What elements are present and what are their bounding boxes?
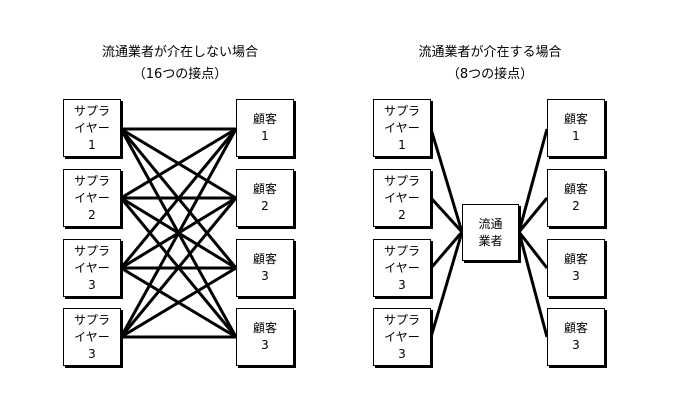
right-supplier-box-4: サプラ イヤー 3 [373,308,431,366]
supplier-label: イヤー [74,260,110,275]
direct-link-s4-c3 [120,266,237,339]
supplier-label: サプラ [383,103,420,118]
right-customer-box-4: 顧客 3 [547,308,605,366]
customer-number: 1 [261,129,269,143]
customer-label: 顧客 [252,112,277,126]
left-customer-box-1: 顧客 1 [236,99,294,157]
direct-link-s4-c2 [119,197,238,338]
supplier-number: 2 [88,207,96,222]
supplier-to-middleman-link-2 [429,196,464,234]
middleman-label: 流通 [478,216,503,231]
supplier-number: 3 [398,277,406,292]
middleman-to-customer-link-3 [517,231,549,269]
supplier-to-middleman-link-3 [429,231,464,269]
customer-label: 顧客 [252,321,277,335]
supplier-label: サプラ [383,243,420,258]
middleman-to-customer-link-4 [517,231,549,338]
supplier-label: サプラ [383,173,420,188]
middleman-box: 流通 業者 [462,204,519,261]
supplier-label: イヤー [74,190,110,205]
customer-label: 顧客 [252,182,277,196]
left-customer-box-4: 顧客 3 [236,308,294,366]
supplier-label: イヤー [74,120,110,135]
right-supplier-box-3: サプラ イヤー 3 [373,239,431,297]
right-customer-box-2: 顧客 2 [547,169,605,227]
left-supplier-box-2: サプラ イヤー 2 [63,169,121,227]
right-customer-box-1: 顧客 1 [547,99,605,157]
supplier-number: 3 [88,277,96,292]
left-customer-box-3: 顧客 3 [236,239,294,297]
supplier-to-middleman-link-4 [429,231,464,338]
left-customer-box-2: 顧客 2 [236,169,294,227]
supplier-label: サプラ [73,103,110,118]
customer-label: 顧客 [252,252,277,266]
left-subtitle: （16つの接点） [132,67,228,82]
customer-label: 顧客 [563,321,588,335]
right-title: 流通業者が介在する場合 [418,45,562,60]
supplier-label: イヤー [384,329,420,344]
customer-number: 2 [261,199,269,213]
supplier-label: サプラ [383,312,420,327]
supplier-number: 3 [88,346,96,361]
customer-label: 顧客 [563,182,588,196]
right-customer-box-3: 顧客 3 [547,239,605,297]
supplier-number: 1 [398,137,406,152]
supplier-label: イヤー [384,260,420,275]
left-supplier-box-3: サプラ イヤー 3 [63,239,121,297]
right-subtitle: （8つの接点） [446,67,534,82]
supplier-label: イヤー [384,190,420,205]
customer-number: 3 [261,338,269,352]
customer-number: 3 [572,338,580,352]
supplier-label: サプラ [73,243,110,258]
customer-number: 3 [261,269,269,283]
supplier-label: イヤー [384,120,420,135]
customer-number: 1 [572,129,580,143]
supplier-number: 1 [88,137,96,152]
left-supplier-box-1: サプラ イヤー 1 [63,99,121,157]
supplier-to-middleman-link-1 [429,128,464,233]
customer-label: 顧客 [563,252,588,266]
customer-number: 2 [572,199,580,213]
direct-link-s3-c1 [119,128,238,269]
left-title: 流通業者が介在しない場合 [101,45,258,60]
right-supplier-box-1: サプラ イヤー 1 [373,99,431,157]
customer-number: 3 [572,269,580,283]
middleman-to-customer-link-1 [517,128,549,233]
customer-label: 顧客 [563,112,588,126]
supplier-label: サプラ [73,312,110,327]
right-supplier-box-2: サプラ イヤー 2 [373,169,431,227]
supplier-label: イヤー [74,329,110,344]
supplier-number: 2 [398,207,406,222]
direct-link-s4-c1 [119,128,238,338]
direct-link-s2-c1 [120,127,237,200]
middleman-to-customer-link-2 [517,197,549,233]
middleman-label: 業者 [478,233,503,248]
supplier-label: サプラ [73,173,110,188]
supplier-number: 3 [398,346,406,361]
left-supplier-box-4: サプラ イヤー 3 [63,308,121,366]
